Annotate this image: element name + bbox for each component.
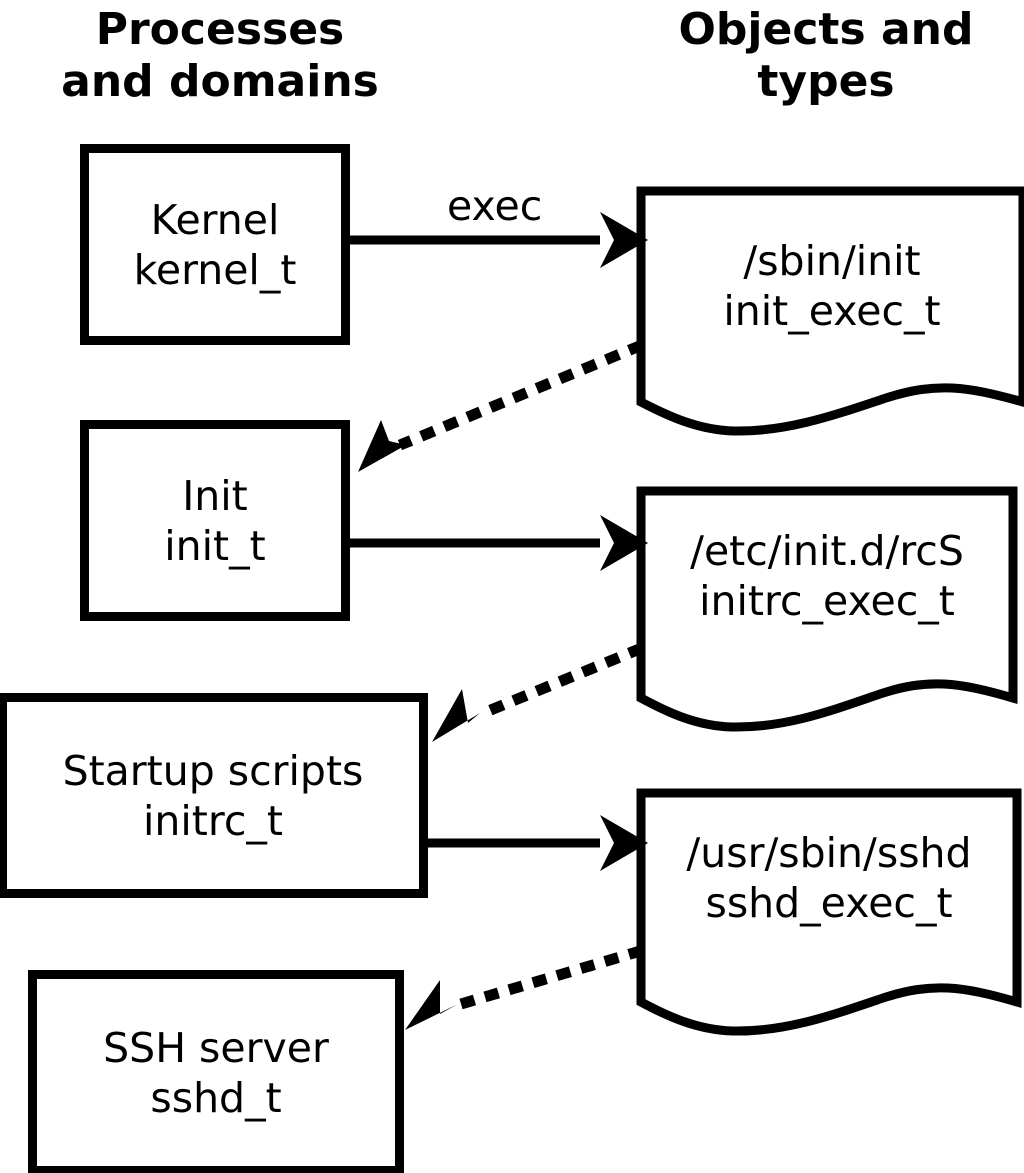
arrowhead-icon	[432, 689, 480, 742]
edge-line	[473, 642, 645, 722]
edge-label-exec: exec	[447, 182, 543, 230]
edge-initrc-to-sshd-exec	[428, 815, 648, 871]
process-node-ssh-server[interactable]: SSH server sshd_t	[28, 970, 404, 1173]
process-node-startup-scripts-line2: initrc_t	[143, 796, 283, 845]
process-node-init-line2: init_t	[164, 521, 266, 570]
document-shape-icon	[636, 486, 1018, 732]
process-node-startup-scripts-line1: Startup scripts	[62, 746, 364, 795]
edge-init-exec-to-init	[358, 339, 645, 472]
edge-initrc-exec-to-initrc	[432, 642, 645, 742]
arrowhead-icon	[358, 420, 406, 472]
process-node-init-line1: Init	[182, 471, 248, 520]
process-node-kernel[interactable]: Kernel kernel_t	[80, 144, 350, 345]
object-node-etc-initd-rcs[interactable]: /etc/init.d/rcS initrc_exec_t	[636, 486, 1018, 734]
document-shape-icon	[636, 788, 1022, 1036]
column-header-processes: Processes and domains	[61, 4, 379, 107]
arrowhead-icon	[405, 980, 458, 1030]
process-node-ssh-server-line2: sshd_t	[150, 1073, 282, 1122]
process-node-kernel-line1: Kernel	[150, 195, 280, 244]
edge-line	[454, 945, 644, 1011]
column-header-objects: Objects and types	[678, 4, 974, 107]
process-node-startup-scripts[interactable]: Startup scripts initrc_t	[0, 693, 428, 898]
edge-init-to-initrc-exec	[350, 515, 648, 571]
process-node-ssh-server-line1: SSH server	[103, 1023, 329, 1072]
edge-sshd-exec-to-sshd	[405, 945, 644, 1030]
process-node-kernel-line2: kernel_t	[133, 245, 297, 294]
object-node-usr-sbin-sshd[interactable]: /usr/sbin/sshd sshd_exec_t	[636, 788, 1022, 1038]
edge-line	[397, 339, 645, 451]
document-shape-icon	[636, 186, 1024, 436]
process-node-init[interactable]: Init init_t	[80, 420, 350, 621]
object-node-sbin-init[interactable]: /sbin/init init_exec_t	[636, 186, 1024, 438]
